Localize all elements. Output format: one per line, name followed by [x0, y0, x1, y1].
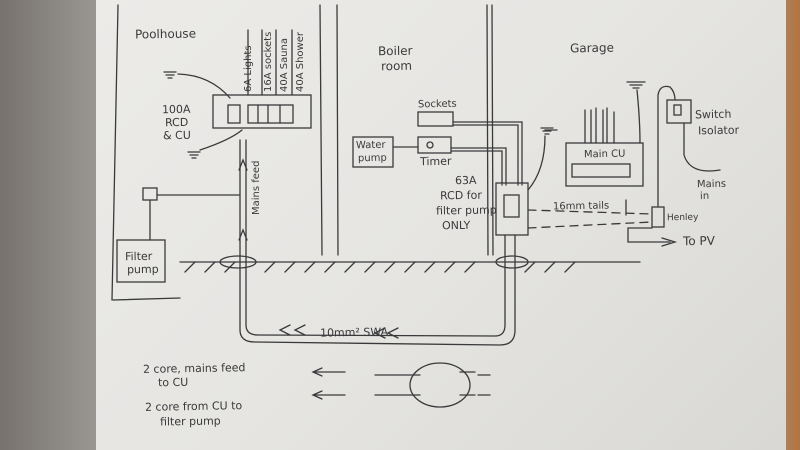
filter-pump-switch	[142, 187, 158, 201]
room-label-garage: Garage	[569, 40, 615, 56]
water-pump-label-2: pump	[357, 152, 387, 165]
arrows-swa	[278, 324, 399, 339]
filter-pump-label-2: pump	[126, 262, 159, 277]
swa-cable-inner	[245, 139, 506, 337]
legend-2-line-2: filter pump	[159, 414, 221, 429]
rcd-label-3: filter pump	[435, 203, 497, 218]
poolhouse-cu-label-2: RCD	[164, 115, 189, 130]
circuit-lines	[247, 29, 293, 96]
isolator-label-1: Switch	[694, 107, 732, 122]
swa-label: 10mm² SWA	[319, 325, 389, 340]
main-cu-label: Main CU	[583, 148, 626, 161]
circuit-label-sockets: 16A sockets	[263, 31, 274, 92]
sockets-box	[417, 111, 454, 127]
desk-background-left	[0, 0, 100, 450]
wall-boiler-garage-1	[486, 4, 489, 256]
timer-box	[417, 136, 452, 154]
rcd-label-1: 63A	[454, 173, 477, 188]
isolator-label-2: Isolator	[697, 123, 740, 138]
ground-entry-right	[495, 255, 529, 269]
water-pump-label-1: Water	[355, 139, 386, 152]
circuit-label-sauna: 40A Sauna	[279, 37, 290, 92]
room-label-boiler-2: room	[380, 58, 413, 74]
earth-symbol-4	[626, 81, 646, 144]
rcd-label-4: ONLY	[441, 218, 471, 233]
mains-feed-label: Mains feed	[251, 160, 262, 215]
earth-symbol-2	[187, 129, 243, 159]
circuit-label-lights: 6A Lights	[243, 45, 254, 92]
wall-poolhouse-boiler	[319, 4, 323, 256]
filter-pump-box	[116, 239, 166, 283]
arrows-mains-feed	[238, 158, 248, 241]
swa-cable-outer	[239, 139, 516, 346]
earth-symbol-3	[527, 127, 554, 191]
poolhouse-cu-label-1: 100A	[161, 102, 191, 117]
room-label-boiler: Boiler	[377, 43, 413, 59]
mains-in-label-2: in	[699, 190, 710, 203]
wall-boiler-left	[336, 4, 339, 256]
rcd-63a-box	[495, 182, 529, 236]
paper-sheet	[96, 0, 786, 450]
henley-label: Henley	[666, 212, 699, 224]
legend-2-line-1: 2 core from CU to	[144, 399, 243, 414]
water-pump-box	[352, 136, 394, 168]
legend-1-line-1: 2 core, mains feed	[142, 361, 246, 376]
isolator-box	[666, 99, 692, 124]
filter-pump-label-1: Filter	[124, 249, 153, 264]
poolhouse-cu-label-3: & CU	[162, 128, 191, 143]
poolhouse-floor	[112, 297, 181, 301]
wall-boiler-garage-2	[491, 4, 494, 256]
ground-hatching	[184, 261, 576, 273]
circuit-label-shower: 40A Shower	[295, 32, 306, 92]
henley-block	[651, 206, 665, 228]
wall-poolhouse	[111, 4, 119, 301]
earth-symbol-1	[163, 71, 231, 99]
sockets-label: Sockets	[417, 98, 457, 111]
tails-label: 16mm tails	[552, 200, 610, 213]
room-label-poolhouse: Poolhouse	[134, 26, 197, 42]
ground-entry-left	[219, 255, 257, 269]
cable-end	[409, 362, 471, 408]
legend-1-line-2: to CU	[157, 375, 189, 390]
main-cu-box	[565, 142, 644, 187]
timer-label: Timer	[419, 154, 452, 169]
to-pv-label: To PV	[682, 233, 716, 249]
rcd-label-2: RCD for	[439, 188, 482, 203]
